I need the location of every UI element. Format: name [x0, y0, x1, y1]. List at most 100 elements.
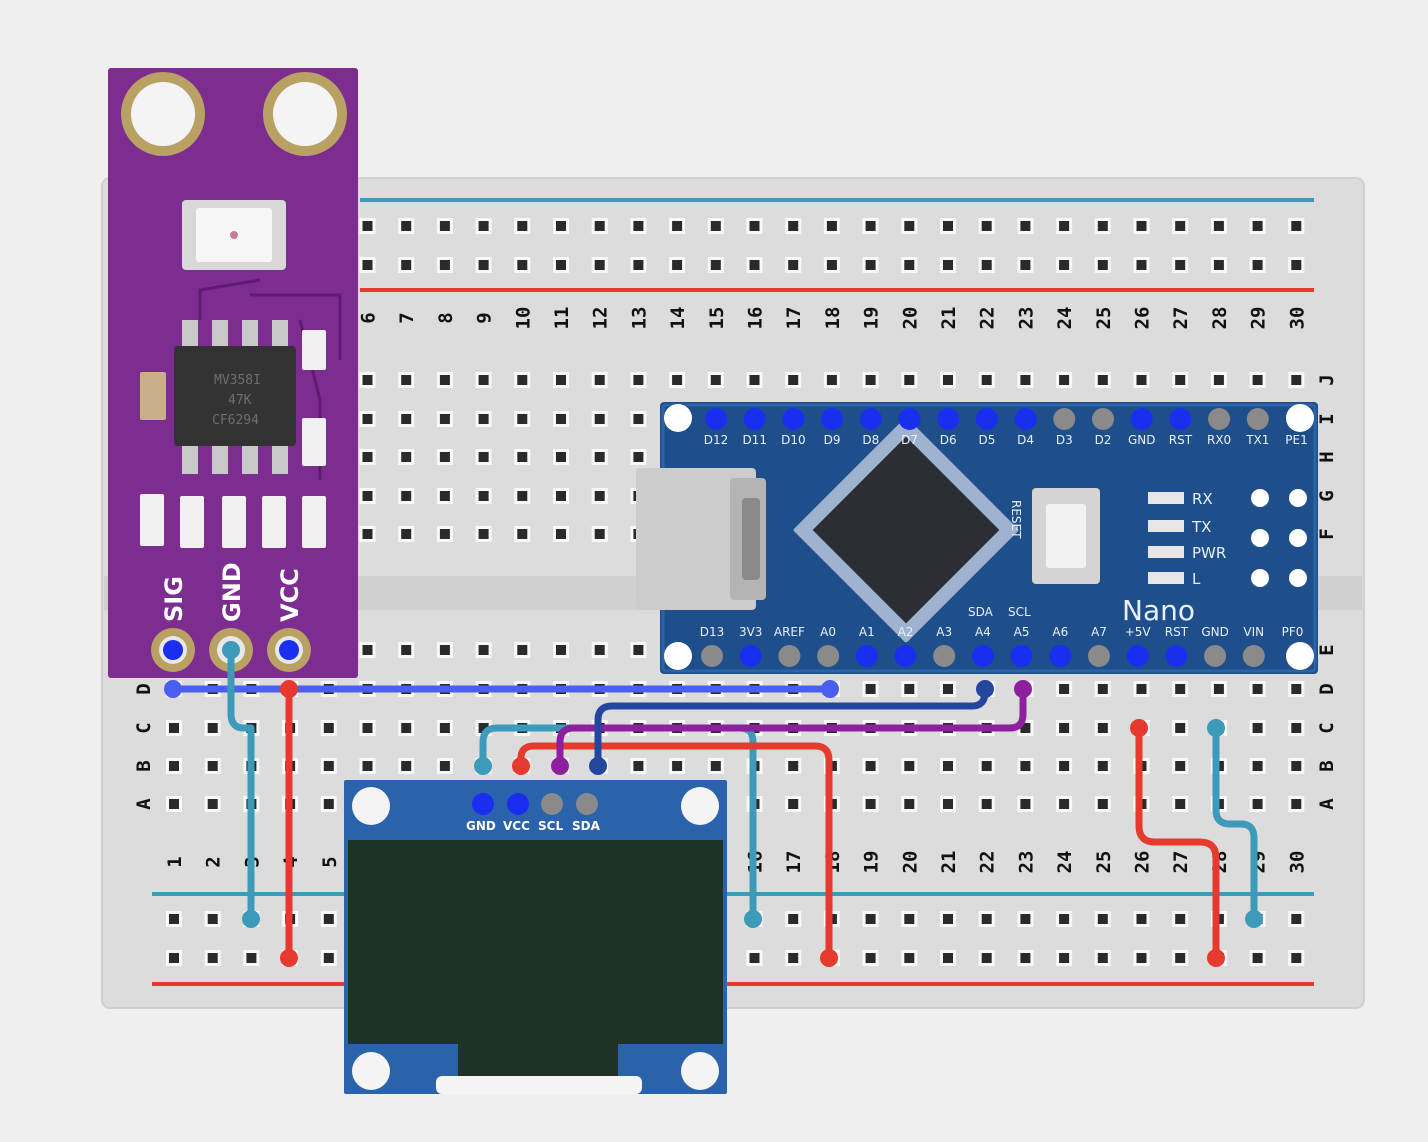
- oled-pin-vcc[interactable]: [507, 793, 529, 815]
- nano-pin-label: D11: [742, 433, 767, 447]
- hole-socket: [1059, 914, 1070, 924]
- nano-pin-label: D7: [901, 433, 918, 447]
- hole-socket: [556, 221, 566, 231]
- sensor-pin-sig[interactable]: [163, 640, 183, 660]
- hole-socket: [362, 260, 373, 270]
- nano-pin-rst[interactable]: [1165, 645, 1188, 667]
- nano-pin-gnd[interactable]: [1204, 645, 1227, 667]
- nano-pin-a1[interactable]: [855, 645, 878, 667]
- column-number: 17: [783, 851, 805, 874]
- nano-pin-+5v[interactable]: [1126, 645, 1149, 667]
- nano-pin-a7[interactable]: [1088, 645, 1110, 667]
- hole-socket: [323, 914, 334, 924]
- hole-socket: [1059, 375, 1070, 385]
- nano-pin-d12[interactable]: [705, 408, 727, 430]
- hole-socket: [1136, 684, 1147, 694]
- hole-socket: [904, 260, 915, 270]
- row-letter: F: [1316, 528, 1338, 539]
- column-number: 18: [822, 307, 844, 330]
- row-letter: H: [1316, 451, 1338, 462]
- nano-pin-rx0[interactable]: [1208, 408, 1231, 430]
- nano-pin-vin[interactable]: [1242, 645, 1265, 667]
- wire-oled-vcc-to-rail[interactable]: [517, 742, 833, 962]
- column-number: 1: [164, 856, 186, 867]
- hole-socket: [401, 260, 412, 270]
- nano-pin-d8[interactable]: [859, 408, 882, 430]
- nano-pin-rst[interactable]: [1169, 408, 1192, 430]
- nano-pin-a5[interactable]: [1010, 645, 1033, 667]
- hole-socket: [943, 684, 953, 694]
- mounting-hole: [664, 642, 692, 670]
- row-letter: B: [1316, 760, 1338, 771]
- nano-pin-label: +5V: [1125, 625, 1152, 639]
- nano-pin-d4[interactable]: [1014, 408, 1037, 430]
- hole-socket: [1020, 761, 1031, 771]
- nano-pin-aref[interactable]: [778, 645, 801, 667]
- row-letter: G: [1316, 490, 1338, 501]
- column-number: 13: [628, 307, 650, 330]
- nano-pin-d10[interactable]: [782, 408, 805, 430]
- nano-pin-d7[interactable]: [898, 408, 921, 430]
- hole-socket: [943, 761, 953, 771]
- wire-end: [1207, 719, 1225, 737]
- resistor: [180, 496, 204, 548]
- column-number: 23: [1015, 851, 1037, 874]
- nano-pin-a2[interactable]: [894, 645, 917, 667]
- nano-pin-3v3[interactable]: [739, 645, 762, 667]
- hole-socket: [169, 761, 179, 771]
- column-number: 24: [1054, 851, 1076, 874]
- nano-pin-a0[interactable]: [817, 645, 840, 667]
- hole-socket: [478, 723, 489, 733]
- wire-nano-gnd-to-rail[interactable]: [1212, 724, 1258, 923]
- nano-pin-d13[interactable]: [701, 645, 723, 667]
- sda-label: SDA: [968, 605, 994, 619]
- nano-pin-d5[interactable]: [975, 408, 998, 430]
- icsp-header: [1251, 489, 1307, 587]
- hole-socket: [517, 529, 528, 539]
- hole-socket: [1059, 761, 1070, 771]
- nano-pin-d9[interactable]: [821, 408, 844, 430]
- nano-pin-a4[interactable]: [971, 645, 994, 667]
- hole-socket: [981, 953, 992, 963]
- oled-pin-sda[interactable]: [576, 793, 598, 815]
- row-letter: D: [1316, 683, 1338, 694]
- column-number: 16: [745, 307, 767, 330]
- wire-nano-5v-to-rail[interactable]: [1135, 724, 1220, 962]
- nano-pin-d6[interactable]: [937, 408, 960, 430]
- column-number: 26: [1132, 851, 1154, 874]
- oled-pin-gnd[interactable]: [472, 793, 494, 815]
- wire-end: [820, 949, 838, 967]
- hole-socket: [169, 914, 179, 924]
- hole-socket: [943, 260, 953, 270]
- oled-pin-scl[interactable]: [541, 793, 563, 815]
- wire-oled-scl-to-a5[interactable]: [556, 685, 1027, 770]
- board-name: Nano: [1122, 594, 1195, 627]
- nano-pins: [701, 408, 1269, 667]
- hole-socket: [672, 761, 683, 771]
- hole-socket: [439, 761, 450, 771]
- uv-sensor-module: MV358I 47K CF6294 SIG GND VCC: [108, 68, 358, 678]
- nano-pin-d11[interactable]: [743, 408, 766, 430]
- hole-socket: [478, 529, 489, 539]
- nano-pin-a3[interactable]: [933, 645, 956, 667]
- chip-marking-2: 47K: [228, 393, 252, 408]
- hole-socket: [1175, 260, 1186, 270]
- wire-sensor-gnd-to-rail[interactable]: [227, 646, 255, 923]
- hole-socket: [478, 452, 489, 462]
- reset-label: RESET: [1009, 500, 1023, 539]
- hole-socket: [943, 799, 953, 809]
- nano-pin-a6[interactable]: [1049, 645, 1072, 667]
- hole-socket: [594, 221, 605, 231]
- nano-pin-gnd[interactable]: [1130, 408, 1153, 430]
- nano-pin-d2[interactable]: [1092, 408, 1114, 430]
- column-number: 30: [1286, 307, 1308, 330]
- nano-pin-tx1[interactable]: [1246, 408, 1269, 430]
- hole-socket: [478, 491, 489, 501]
- nano-pin-d3[interactable]: [1053, 408, 1076, 430]
- sensor-pin-vcc[interactable]: [279, 640, 299, 660]
- hole-socket: [904, 684, 915, 694]
- wire-end: [1014, 680, 1032, 698]
- sensor-pin-label-vcc: VCC: [276, 568, 304, 622]
